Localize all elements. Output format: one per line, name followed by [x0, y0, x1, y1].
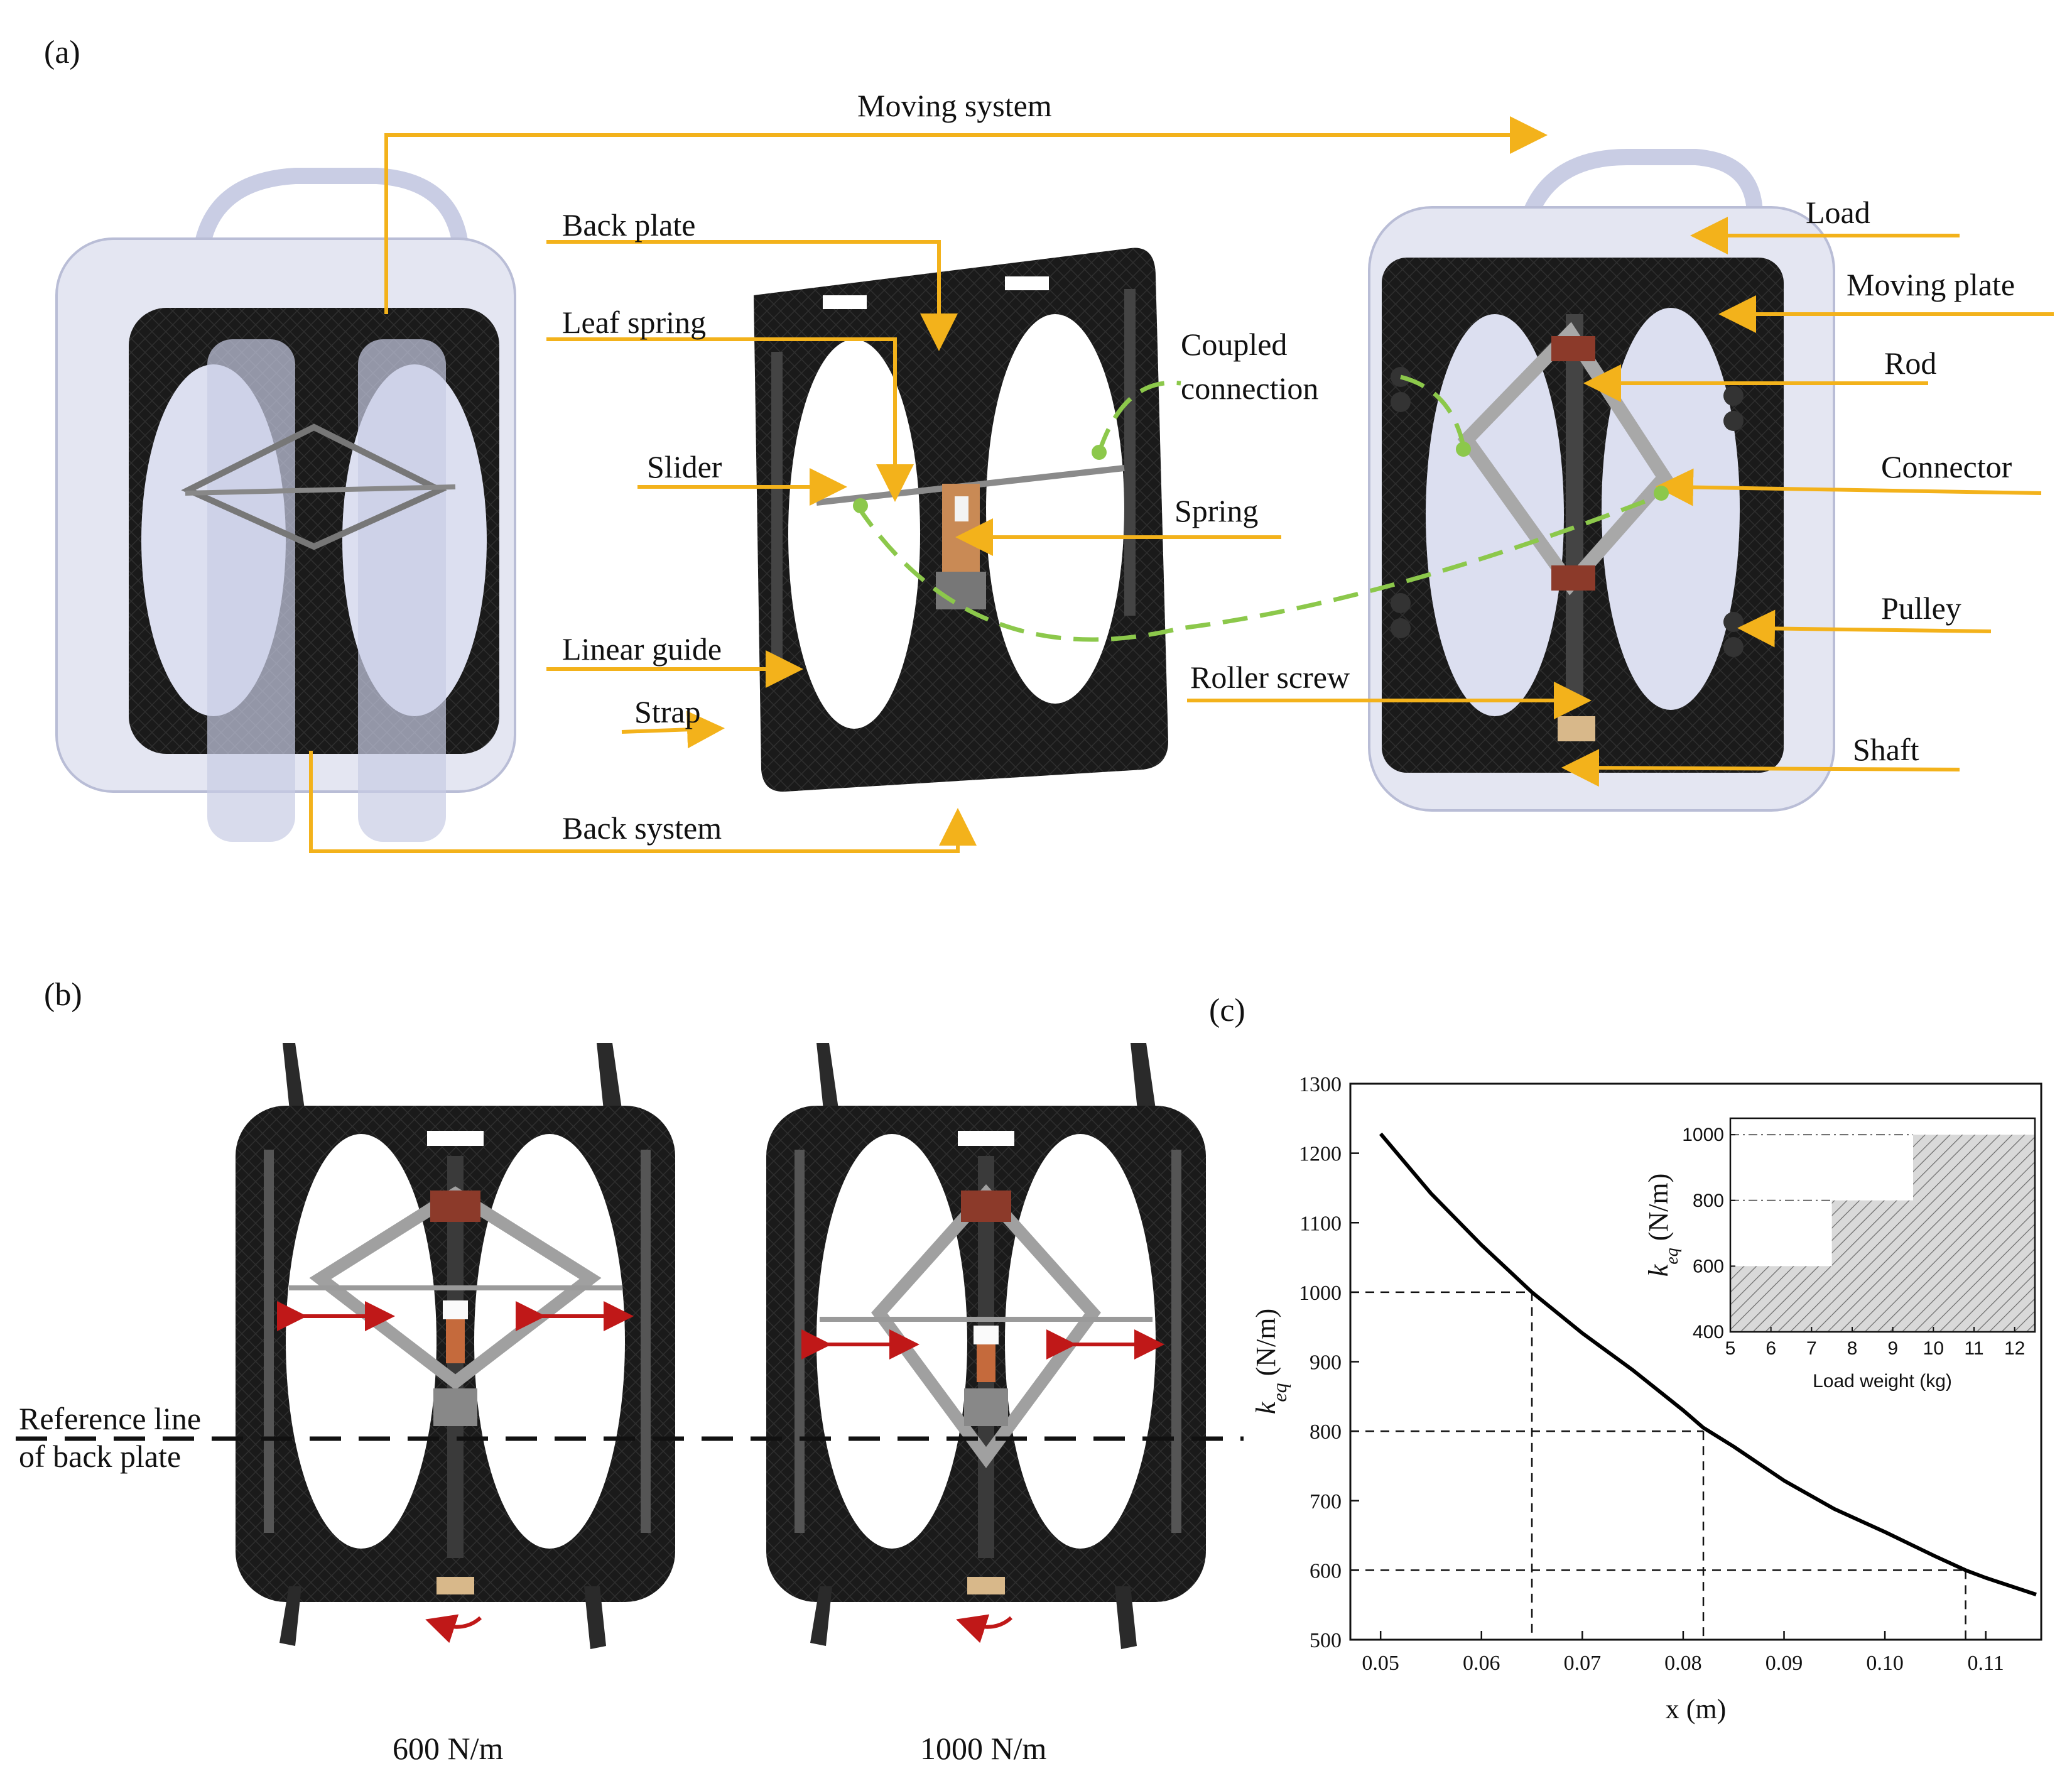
main-x-tick-label: 0.08 — [1664, 1652, 1702, 1675]
label-connector: Connector — [1881, 449, 2012, 484]
main-y-tick-label: 500 — [1310, 1629, 1342, 1652]
inset-x-tick-label: 11 — [1964, 1338, 1983, 1359]
label-leaf-spring: Leaf spring — [562, 305, 706, 340]
main-y-tick-label: 600 — [1310, 1559, 1342, 1583]
backpack-rear-view — [55, 168, 516, 842]
panel-label-b: (b) — [44, 977, 82, 1013]
main-y-axis-label: keq (N/m) — [1250, 1309, 1291, 1414]
motion-arrows-1000 — [801, 1329, 1164, 1643]
label-back-plate: Back plate — [562, 207, 695, 242]
coupled-connection-curves — [855, 374, 1659, 642]
label-back-system: Back system — [562, 810, 722, 846]
inset-x-tick-label: 5 — [1725, 1338, 1736, 1359]
coupled-connection-dots — [853, 442, 1669, 513]
reference-label-line1: Reference line — [19, 1401, 201, 1436]
label-moving-system: Moving system — [857, 88, 1052, 123]
label-strap: Strap — [634, 694, 701, 729]
motion-arrows-600 — [277, 1301, 634, 1643]
backpack-front-view — [1368, 149, 1835, 812]
stiffness-curve — [1379, 1132, 2037, 1596]
main-y-tick-label: 1200 — [1299, 1143, 1342, 1166]
main-y-tick-label: 800 — [1310, 1420, 1342, 1444]
label-moving-plate: Moving plate — [1847, 267, 2015, 302]
inset-y-tick-label: 800 — [1693, 1191, 1724, 1211]
panel-label-a: (a) — [44, 35, 80, 70]
inset-x-tick-label: 10 — [1923, 1338, 1944, 1359]
main-x-tick-label: 0.07 — [1564, 1652, 1602, 1675]
main-y-tick-label: 1000 — [1299, 1282, 1342, 1305]
main-y-tick-label: 1300 — [1299, 1073, 1342, 1096]
inset-y-axis-label: keq (N/m) — [1643, 1174, 1682, 1277]
config-label-1000: 1000 N/m — [920, 1731, 1047, 1766]
inset-step-region — [1831, 1200, 1913, 1332]
inset-y-tick-label: 400 — [1693, 1322, 1724, 1343]
stiffness-vs-load-inset: 5 6 7 8 9 10 11 12 400 600 800 1000 Load weight (k… — [1643, 1106, 2036, 1392]
main-y-tick-label: 700 — [1310, 1490, 1342, 1513]
main-x-tick-label: 0.10 — [1866, 1652, 1904, 1675]
back-plate-illustration — [754, 248, 1168, 792]
label-load: Load — [1806, 195, 1870, 230]
main-x-tick-label: 0.05 — [1362, 1652, 1399, 1675]
reference-label-line2: of back plate — [19, 1439, 181, 1474]
label-roller-screw: Roller screw — [1190, 660, 1350, 695]
config-label-600: 600 N/m — [393, 1731, 504, 1766]
label-shaft: Shaft — [1853, 732, 1919, 767]
inset-x-tick-label: 8 — [1847, 1338, 1858, 1359]
inset-plot-frame — [1729, 1117, 2036, 1333]
main-y-tick-label: 1100 — [1299, 1212, 1342, 1235]
inset-x-tick-label: 6 — [1766, 1338, 1776, 1359]
callout-lines-a — [309, 116, 2054, 853]
inset-step-region — [1913, 1135, 2035, 1332]
main-x-tick-label: 0.11 — [1968, 1652, 2004, 1675]
stiffness-vs-x-chart: 0.05 0.06 0.07 0.08 0.09 0.10 0.11 500 600 700 80… — [1250, 1073, 2042, 1725]
inset-x-axis-label: Load weight (kg) — [1813, 1371, 1952, 1392]
main-x-tick-label: 0.06 — [1463, 1652, 1500, 1675]
inset-y-tick-label: 1000 — [1682, 1125, 1724, 1145]
label-coupled-connection-line2: connection — [1181, 371, 1318, 406]
inset-x-tick-label: 9 — [1887, 1338, 1898, 1359]
panel-label-c: (c) — [1209, 993, 1245, 1028]
inset-x-tick-label: 7 — [1806, 1338, 1817, 1359]
label-spring: Spring — [1174, 493, 1258, 528]
label-coupled-connection-line1: Coupled — [1181, 327, 1287, 362]
main-x-tick-label: 0.09 — [1766, 1652, 1803, 1675]
main-x-axis-label: x (m) — [1666, 1694, 1727, 1725]
mechanism-600 — [236, 1043, 675, 1649]
main-y-tick-label: 900 — [1310, 1351, 1342, 1375]
label-rod: Rod — [1884, 346, 1936, 381]
inset-y-tick-label: 600 — [1693, 1256, 1724, 1277]
label-slider: Slider — [647, 449, 722, 484]
label-pulley: Pulley — [1881, 591, 1961, 626]
inset-step-region — [1730, 1266, 1832, 1332]
inset-x-tick-label: 12 — [2004, 1338, 2025, 1359]
label-linear-guide: Linear guide — [562, 631, 722, 667]
